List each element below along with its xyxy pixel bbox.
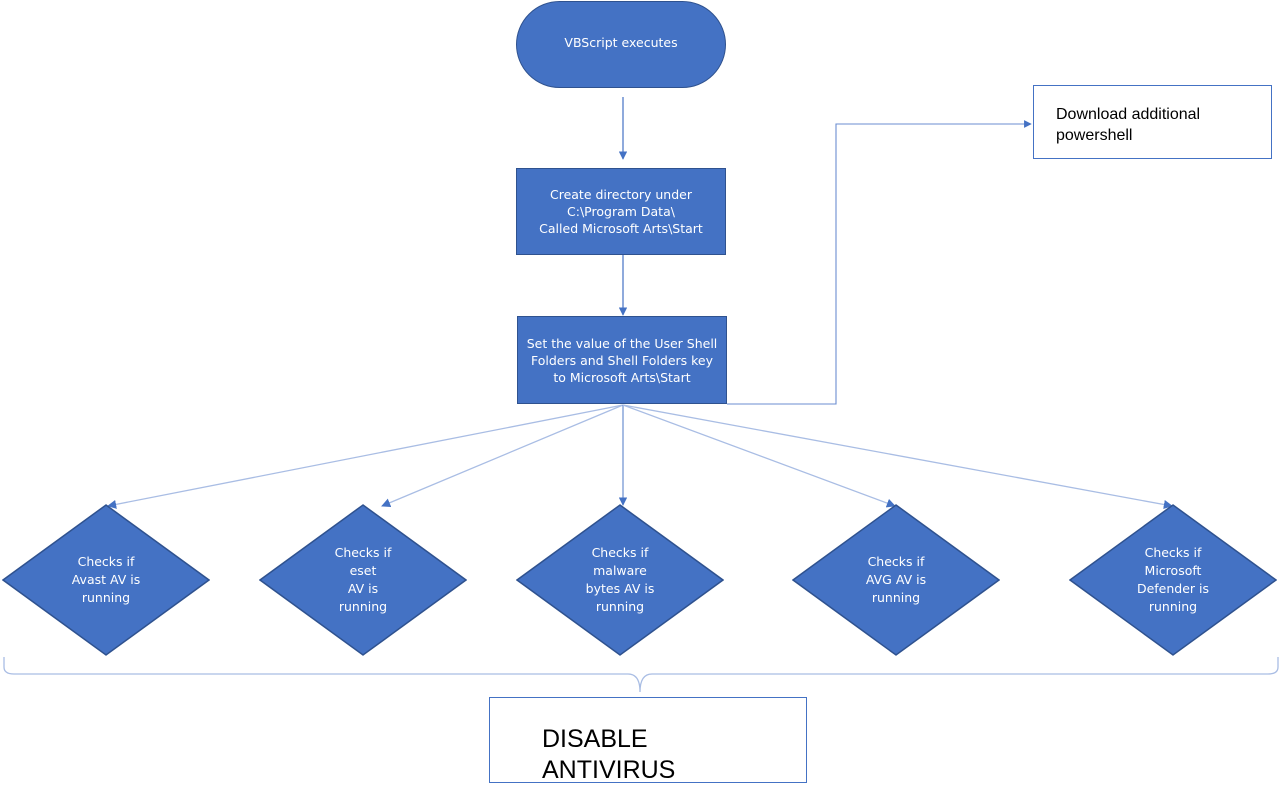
connector-set-to-check-defender: [622, 404, 1173, 509]
start-terminator: VBScript executes: [516, 1, 726, 88]
check-avast-decision: Checks if Avast AV is running: [2, 504, 210, 656]
check-eset-label: Checks if eset AV is running: [334, 545, 392, 614]
check-avg-label: Checks if AVG AV is running: [865, 554, 927, 605]
connector-set-to-check-avg: [622, 404, 896, 508]
set-value-process: Set the value of the User Shell Folders …: [517, 316, 727, 404]
connector-set-to-check-avast: [107, 404, 624, 509]
connector-set-to-check-eset: [381, 404, 624, 508]
download-powershell-box: Download additional powershell: [1033, 85, 1272, 159]
disable-antivirus-box: DISABLE ANTIVIRUS: [489, 697, 807, 783]
check-eset-decision: Checks if eset AV is running: [259, 504, 467, 656]
check-avast-label: Checks if Avast AV is running: [71, 554, 141, 605]
check-avg-decision: Checks if AVG AV is running: [792, 504, 1000, 656]
connector-set-to-download: [727, 120, 1032, 405]
check-malwarebytes-decision: Checks if malware bytes AV is running: [516, 504, 724, 656]
check-defender-decision: Checks if Microsoft Defender is running: [1069, 504, 1277, 656]
grouping-brace: [3, 657, 1279, 693]
create-directory-process: Create directory under C:\Program Data\ …: [516, 168, 726, 255]
check-defender-label: Checks if Microsoft Defender is running: [1136, 545, 1210, 614]
check-malwarebytes-label: Checks if malware bytes AV is running: [585, 545, 655, 614]
